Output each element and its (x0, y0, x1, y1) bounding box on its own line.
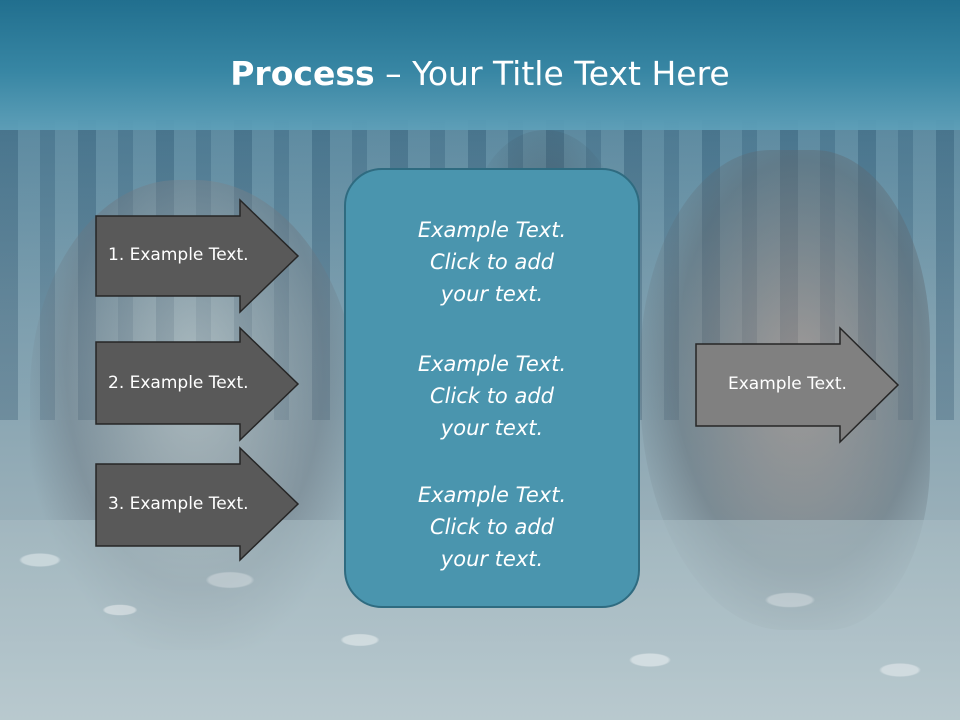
center-text-block-2: Example Text. Click to add your text. (346, 348, 638, 444)
center-text-block-1: Example Text. Click to add your text. (346, 214, 638, 310)
center-text-block-3: Example Text. Click to add your text. (346, 479, 638, 575)
arrow-right-icon (95, 446, 300, 562)
center-text-line: Example Text. (417, 483, 567, 507)
arrow-right-icon (695, 326, 900, 444)
step-arrow-label: 1. Example Text. (108, 245, 249, 265)
title-rest: – Your Title Text Here (374, 54, 730, 93)
step-arrow-label: 3. Example Text. (108, 494, 249, 514)
result-arrow[interactable]: Example Text. (694, 326, 900, 444)
center-text-line: Click to add (429, 250, 554, 274)
center-text-line: your text. (440, 282, 544, 306)
arrow-right-icon (95, 198, 300, 314)
step-arrow-1[interactable]: 1. Example Text. (94, 198, 300, 314)
center-text-line: your text. (440, 416, 544, 440)
title-bar (0, 0, 960, 130)
center-text-line: Example Text. (417, 218, 567, 242)
slide-title[interactable]: Process – Your Title Text Here (0, 54, 960, 93)
center-text-line: your text. (440, 547, 544, 571)
center-text-line: Example Text. (417, 352, 567, 376)
center-text-line: Click to add (429, 515, 554, 539)
arrow-right-icon (95, 326, 300, 442)
center-text-box[interactable]: Example Text. Click to add your text. Ex… (344, 168, 640, 608)
step-arrow-3[interactable]: 3. Example Text. (94, 446, 300, 562)
step-arrow-2[interactable]: 2. Example Text. (94, 326, 300, 442)
result-arrow-label: Example Text. (728, 374, 847, 394)
center-text-line: Click to add (429, 384, 554, 408)
step-arrow-label: 2. Example Text. (108, 373, 249, 393)
title-bold: Process (230, 54, 375, 93)
